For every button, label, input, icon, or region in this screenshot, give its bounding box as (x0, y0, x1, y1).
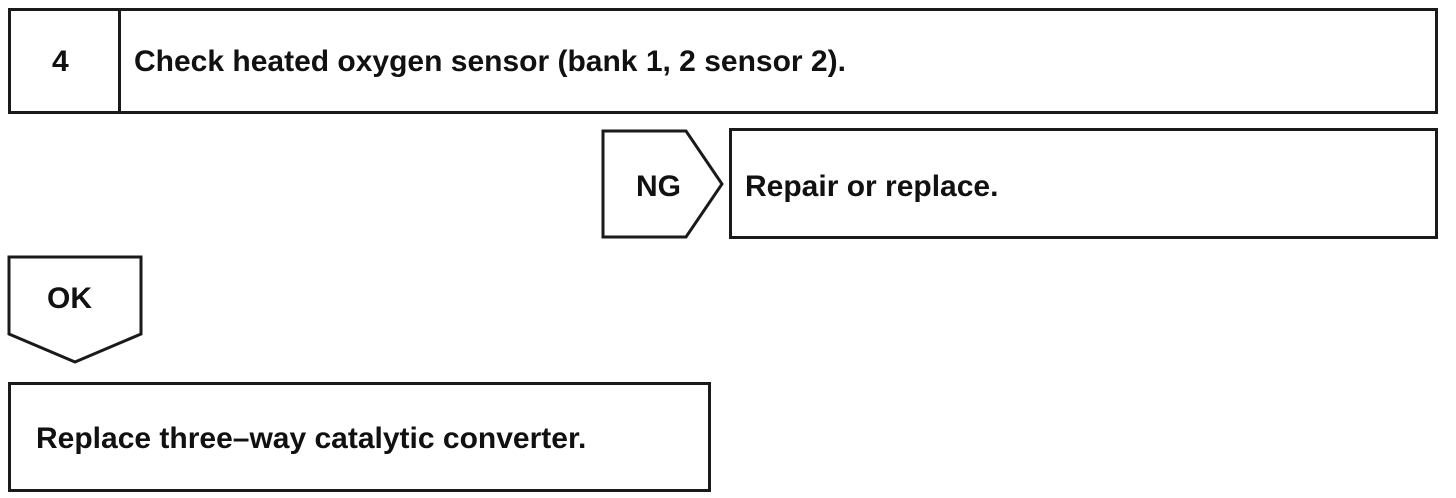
step-header-box (8, 8, 1438, 114)
ok-arrow-tab (7, 255, 143, 364)
ng-action-box (729, 128, 1438, 239)
ok-action-box (8, 382, 711, 492)
step-number: 4 (52, 45, 69, 78)
ng-label: NG (636, 170, 681, 203)
ng-arrow-tab (601, 129, 724, 239)
step-title: Check heated oxygen sensor (bank 1, 2 se… (134, 45, 846, 78)
step-number-divider (118, 8, 121, 114)
ok-label: OK (47, 282, 92, 315)
ng-action-text: Repair or replace. (745, 170, 999, 203)
ok-action-text: Replace three–way catalytic converter. (36, 422, 587, 455)
